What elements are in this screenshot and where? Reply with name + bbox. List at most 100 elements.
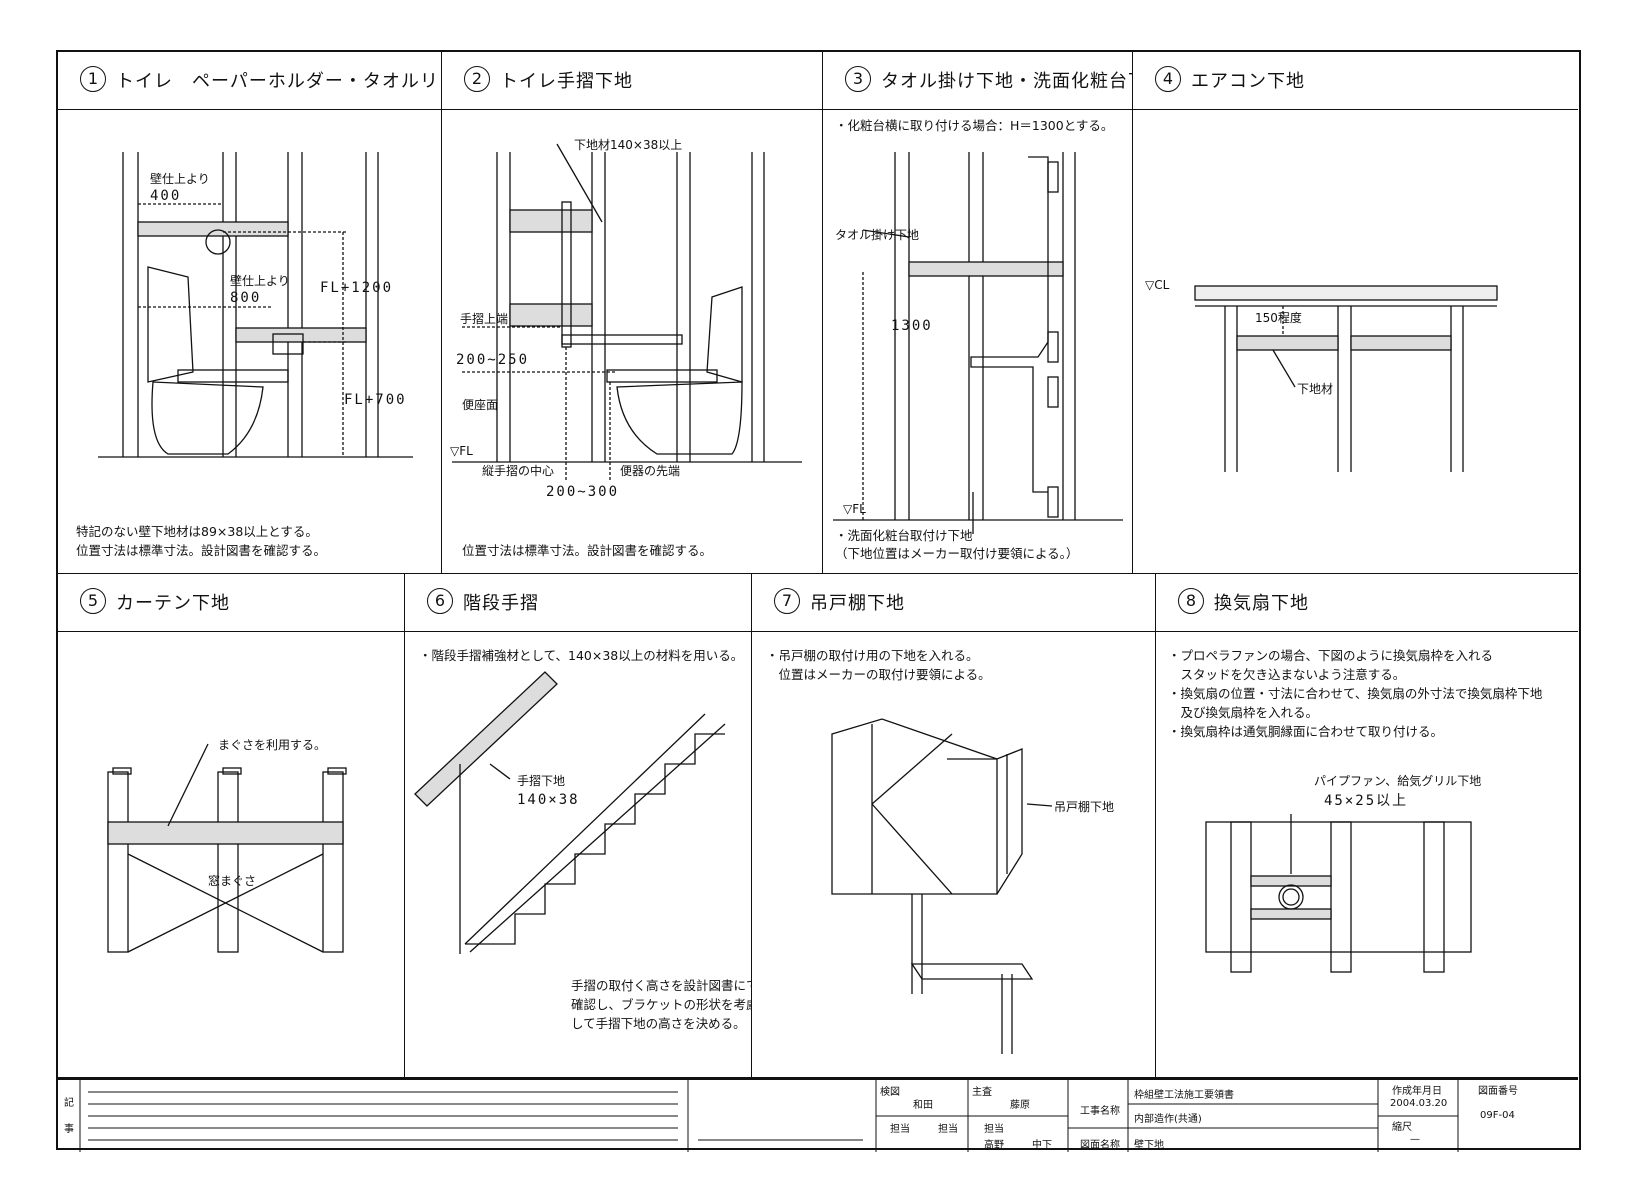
note: ・階段手摺補強材として、140×38以上の材料を用いる。 (419, 648, 744, 663)
staff-name: 中下 (1032, 1140, 1052, 1151)
panel-title: エアコン下地 (1191, 71, 1305, 92)
panel-title: トイレ手摺下地 (500, 71, 633, 92)
panel-title: 吊戸棚下地 (810, 593, 905, 614)
drawing-number-label: 図面番号 (1478, 1086, 1518, 1097)
panel-6: 6 階段手摺 ・階段手摺補強材として、140×38以上の材料を用いる。 手摺下地… (405, 574, 752, 1078)
title-block-grid (79, 1080, 1459, 1152)
aircon-diagram (1194, 285, 1498, 472)
panel-1: 1 トイレ ペーパーホルダー・タオルリング下地 (58, 52, 442, 574)
staff-label: 担当 (984, 1124, 1004, 1135)
label: 便座面 (462, 398, 499, 412)
panel-4: 4 エアコン下地 ▽CL 150程度 下地材 (1133, 52, 1578, 574)
note: ・洗面化粧台取付け下地 (835, 528, 973, 543)
note: 確認し、ブラケットの形状を考慮 (571, 997, 752, 1012)
drawing-sheet: 1 トイレ ペーパーホルダー・タオルリング下地 (56, 50, 1581, 1152)
dimension: 200~250 (456, 352, 530, 368)
panel-header: 1 トイレ ペーパーホルダー・タオルリング下地 (58, 52, 441, 110)
label: 下地材140×38以上 (574, 138, 683, 152)
dimension: 1300 (891, 318, 933, 334)
dimension: 400 (150, 188, 182, 204)
panel-number: 5 (80, 588, 106, 614)
note: スタッドを欠き込まないよう注意する。 (1168, 667, 1406, 682)
label: 下地材 (1297, 382, 1334, 396)
drawing-number: 09F-04 (1480, 1110, 1515, 1121)
panel-header: 8 換気扇下地 (1156, 574, 1578, 632)
scale-label: 縮尺 (1392, 1122, 1412, 1133)
panel-number: 7 (774, 588, 800, 614)
panel-title: トイレ ペーパーホルダー・タオルリング下地 (116, 71, 441, 92)
note: 位置はメーカーの取付け要領による。 (766, 667, 991, 682)
dimension: 800 (230, 290, 262, 306)
panel-7: 7 吊戸棚下地 ・吊戸棚の取付け用の下地を入れる。 位置はメーカーの取付け要領に… (752, 574, 1156, 1078)
dimension: FL+700 (344, 392, 407, 408)
toilet-handrail-diagram (452, 143, 802, 482)
panel-header: 3 タオル掛け下地・洗面化粧台下地 (823, 52, 1132, 110)
project-name: 内部造作(共通) (1134, 1114, 1202, 1125)
checker-label: 検図 (880, 1087, 900, 1098)
towel-vanity-diagram (833, 152, 1123, 534)
note: ・化粧台横に取り付ける場合：H＝1300とする。 (835, 118, 1114, 133)
drawing-name-label: 図面名称 (1080, 1140, 1120, 1151)
note: 位置寸法は標準寸法。設計図書を確認する。 (462, 543, 713, 558)
staff-name: 高野 (984, 1140, 1004, 1151)
panel-title: カーテン下地 (116, 593, 230, 614)
note: ・プロペラファンの場合、下図のように換気扇枠を入れる (1168, 648, 1494, 663)
staff-label: 担当 (938, 1124, 958, 1135)
panel-number: 6 (427, 588, 453, 614)
label: 壁仕上より (150, 172, 210, 186)
toilet-paper-holder-diagram (98, 152, 413, 458)
label: 窓まぐさ (208, 874, 257, 888)
project-name-label: 工事名称 (1080, 1106, 1120, 1117)
remarks-label: 記 (64, 1098, 74, 1109)
dimension: 140×38 (517, 792, 580, 808)
label: 吊戸棚下地 (1054, 800, 1115, 814)
panel-3: 3 タオル掛け下地・洗面化粧台下地 ・化粧台横に取り付ける場合：H＝1300とす… (823, 52, 1133, 574)
label: パイプファン、給気グリル下地 (1314, 774, 1482, 788)
panel-number: 2 (464, 66, 490, 92)
label: 縦手摺の中心 (482, 464, 555, 478)
panel-5: 5 カーテン下地 まぐさを利用する。 窓まぐさ (58, 574, 405, 1078)
label: タオル掛け下地 (835, 228, 920, 242)
panel-header: 7 吊戸棚下地 (752, 574, 1155, 632)
panel-title: タオル掛け下地・洗面化粧台下地 (881, 71, 1132, 92)
panel-header: 2 トイレ手摺下地 (442, 52, 822, 110)
note: 及び換気扇枠を入れる。 (1168, 705, 1319, 720)
chief-label: 主査 (972, 1087, 992, 1098)
staff-label: 担当 (890, 1124, 910, 1135)
date: 2004.03.20 (1390, 1098, 1448, 1109)
note: 特記のない壁下地材は89×38以上とする。 (76, 524, 318, 539)
panel-title: 換気扇下地 (1214, 593, 1309, 614)
stair-handrail-diagram (414, 671, 726, 954)
drawing-name: 壁下地 (1134, 1140, 1164, 1151)
dimension: 200~300 (546, 484, 620, 500)
label: まぐさを利用する。 (218, 738, 327, 752)
label: 150程度 (1255, 311, 1302, 325)
dimension: FL+1200 (320, 280, 394, 296)
panel-8: 8 換気扇下地 ・プロペラファンの場合、下図のように換気扇枠を入れる スタッドを… (1156, 574, 1578, 1078)
note: ・吊戸棚の取付け用の下地を入れる。 (766, 648, 979, 663)
label: ▽FL (450, 444, 473, 458)
wall-cabinet-diagram (831, 718, 1053, 1054)
chief-name: 藤原 (1010, 1100, 1030, 1111)
note: 位置寸法は標準寸法。設計図書を確認する。 (76, 543, 327, 558)
scale: — (1410, 1134, 1420, 1145)
label: 壁仕上より (230, 274, 290, 288)
title-block: 記 事 検図 和田 主査 藤原 担当 担当 担当 高野 中下 工事名称 枠組壁工… (58, 1078, 1578, 1152)
panel-number: 1 (80, 66, 106, 92)
curtain-diagram (107, 743, 347, 953)
panel-number: 4 (1155, 66, 1181, 92)
project-name: 枠組壁工法施工要領書 (1134, 1090, 1234, 1101)
panel-number: 8 (1178, 588, 1204, 614)
note: ・換気扇枠は通気胴縁面に合わせて取り付ける。 (1168, 724, 1444, 739)
note: （下地位置はメーカー取付け要領による。） (835, 546, 1079, 561)
panel-2: 2 トイレ手摺下地 (442, 52, 823, 574)
panel-number: 3 (845, 66, 871, 92)
note: 手摺の取付く高さを設計図書にて (571, 978, 752, 993)
note: して手摺下地の高さを決める。 (571, 1016, 746, 1031)
dimension: 45×25以上 (1324, 793, 1409, 809)
label: 手摺下地 (517, 774, 566, 788)
label: 便器の先端 (620, 464, 681, 478)
ventilation-fan-diagram (1205, 814, 1472, 973)
checker-name: 和田 (913, 1100, 933, 1111)
label: ▽CL (1145, 278, 1170, 292)
